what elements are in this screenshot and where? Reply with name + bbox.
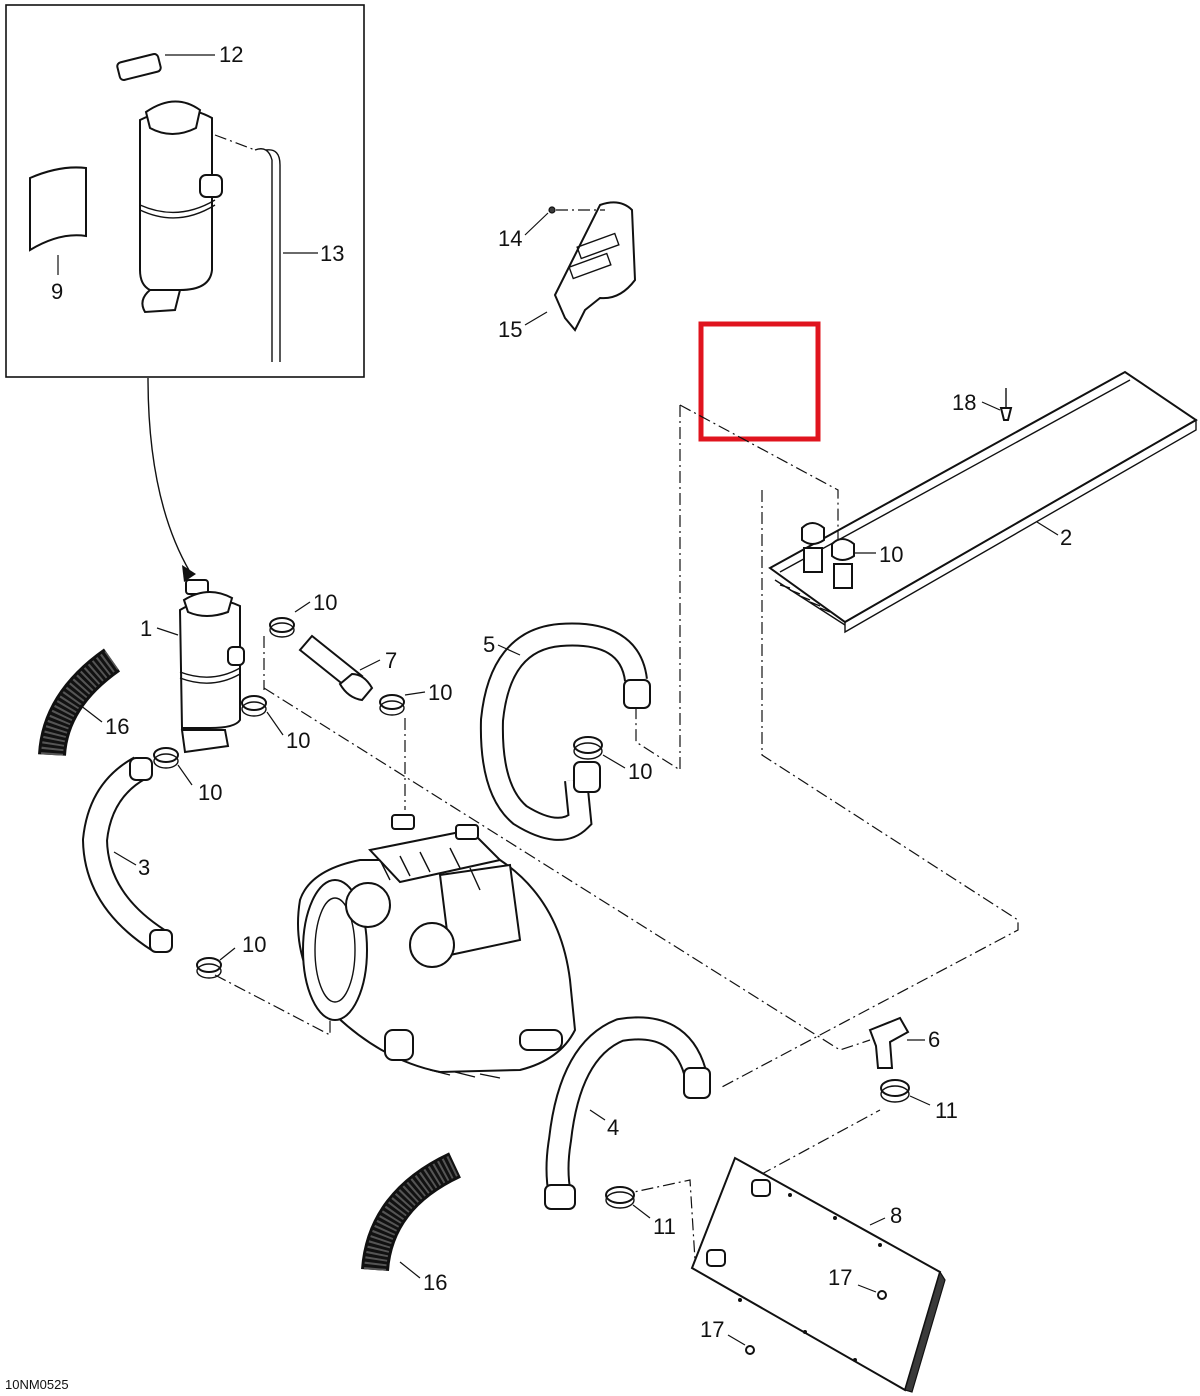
fitting-6 xyxy=(868,1016,910,1103)
callout-11-a: 11 xyxy=(935,1098,958,1123)
hose-3 xyxy=(81,756,173,953)
clamp-10-a xyxy=(269,617,295,638)
callout-1: 1 xyxy=(140,616,152,641)
callout-10-c: 10 xyxy=(286,728,310,753)
route-line-8 xyxy=(759,1109,881,1176)
hose-4 xyxy=(544,1016,711,1210)
highlight-box xyxy=(698,321,821,442)
clamp-10-e xyxy=(196,957,222,979)
route-line-3 xyxy=(719,490,1019,1089)
screw-17-b xyxy=(745,1345,755,1355)
route-line-2 xyxy=(635,405,681,772)
callout-12: 12 xyxy=(219,42,243,67)
callout-9: 9 xyxy=(51,279,63,304)
callout-5: 5 xyxy=(483,632,495,657)
corrugated-hose-16-b xyxy=(361,1152,462,1272)
callout-16-a: 16 xyxy=(105,714,129,739)
callout-17-b: 17 xyxy=(700,1317,724,1342)
callout-7: 7 xyxy=(385,648,397,673)
corrugated-hose-16-a xyxy=(38,648,121,757)
callout-11-b: 11 xyxy=(653,1214,676,1239)
clamp-11-b xyxy=(605,1186,635,1209)
detail-inset-frame xyxy=(5,4,365,378)
callout-10-e: 10 xyxy=(242,932,266,957)
callout-6: 6 xyxy=(928,1027,940,1052)
heat-exchanger xyxy=(690,1156,946,1393)
route-line-9 xyxy=(619,1179,696,1261)
callout-16-b: 16 xyxy=(423,1270,447,1295)
hose-7 xyxy=(298,634,374,702)
clamp-10-f xyxy=(573,736,603,760)
callout-15: 15 xyxy=(498,317,522,342)
callout-10-d: 10 xyxy=(198,780,222,805)
callout-17-a: 17 xyxy=(828,1265,852,1290)
engine xyxy=(297,814,577,1079)
callout-3: 3 xyxy=(138,855,150,880)
route-line-1 xyxy=(679,404,839,540)
callout-13: 13 xyxy=(320,241,344,266)
callout-2: 2 xyxy=(1060,525,1072,550)
bracket xyxy=(548,201,637,332)
callout-18: 18 xyxy=(952,390,976,415)
reservoir xyxy=(178,579,245,754)
clamp-10-d xyxy=(153,747,179,769)
callout-8: 8 xyxy=(890,1203,902,1228)
clamp-10-b xyxy=(379,694,405,716)
radiator xyxy=(768,370,1198,634)
diagram-code: 10NM0525 xyxy=(5,1377,69,1392)
detail-arrow xyxy=(147,377,191,573)
callout-4: 4 xyxy=(607,1115,619,1140)
tag-9 xyxy=(29,166,87,252)
clamp-10-c xyxy=(241,695,267,717)
screw-17-a xyxy=(877,1290,887,1300)
callout-10-a: 10 xyxy=(313,590,337,615)
reservoir-detail xyxy=(116,53,281,362)
route-line-4 xyxy=(263,687,871,1051)
callout-10-f: 10 xyxy=(628,759,652,784)
callout-10-b: 10 xyxy=(428,680,452,705)
hose-5 xyxy=(479,622,651,841)
callout-14: 14 xyxy=(498,226,522,251)
detail-arrow-head xyxy=(182,565,196,582)
callout-10-g: 10 xyxy=(879,542,903,567)
screw-18 xyxy=(999,388,1013,421)
